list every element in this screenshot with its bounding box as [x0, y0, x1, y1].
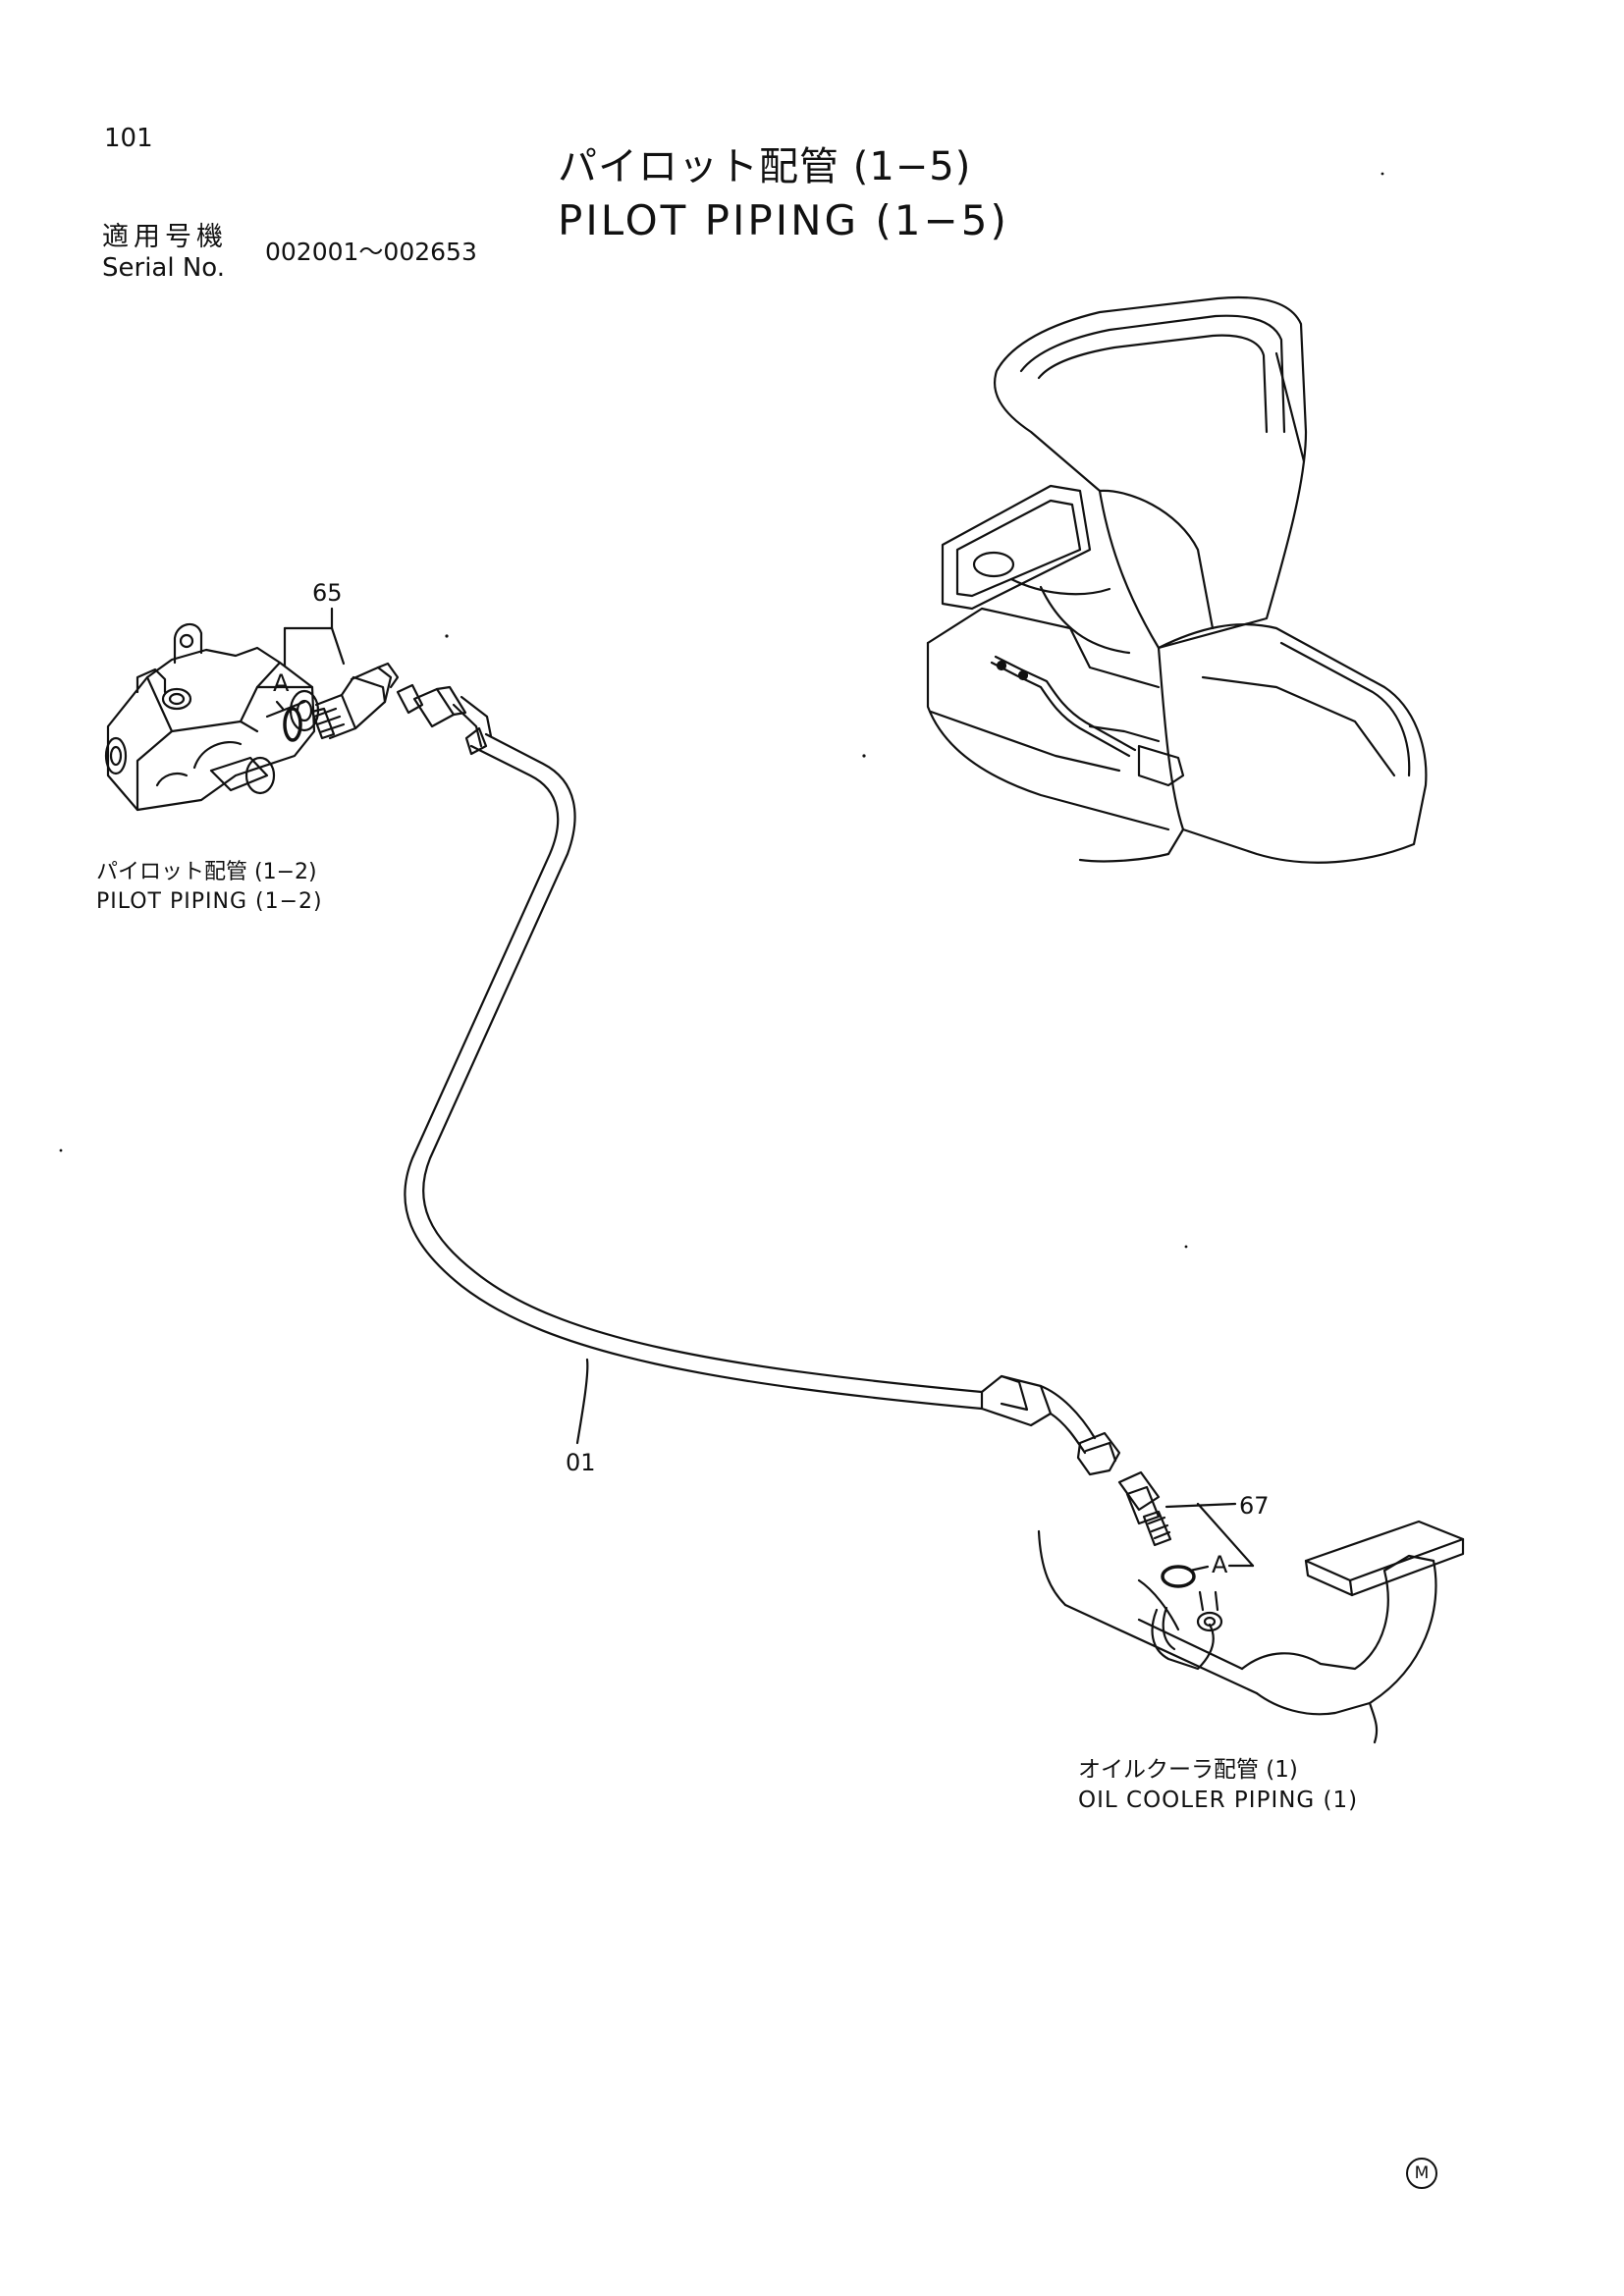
reference-left-english: PILOT PIPING (1−2)	[96, 889, 323, 914]
hose-end-lower	[980, 1374, 1121, 1476]
view-marker-left: A	[273, 669, 290, 697]
callout-67: 67	[1239, 1492, 1270, 1520]
serial-label-english: Serial No.	[102, 253, 225, 283]
pilot-valve-block	[104, 622, 320, 812]
hose-01	[404, 732, 984, 1445]
page-title-english: PILOT PIPING (1−5)	[558, 196, 1009, 244]
reference-left-japanese: パイロット配管 (1−2)	[96, 860, 317, 884]
circled-m-icon: M	[1406, 2158, 1437, 2189]
callout-65: 65	[312, 579, 343, 607]
callout-67-bracket	[1164, 1502, 1255, 1568]
cab-overview-illustration	[926, 295, 1428, 864]
callout-65-bracket	[283, 607, 346, 667]
view-marker-right: A	[1212, 1551, 1228, 1578]
straight-fitting-67	[1117, 1470, 1172, 1547]
serial-range: 002001～002653	[265, 238, 477, 266]
page-title-japanese: パイロット配管 (1−5)	[558, 144, 972, 189]
o-ring-left	[275, 700, 302, 742]
page-number: 101	[104, 124, 153, 153]
oil-cooler-piping	[1037, 1520, 1465, 1744]
o-ring-right	[1161, 1565, 1210, 1588]
serial-label-japanese: 適用号機	[102, 222, 228, 252]
hose-end-nut-upper	[396, 683, 493, 756]
reference-right-japanese: オイルクーラ配管 (1)	[1078, 1757, 1298, 1783]
drawing-specks	[59, 172, 1384, 1249]
callout-01: 01	[566, 1449, 596, 1476]
reference-right-english: OIL COOLER PIPING (1)	[1078, 1788, 1359, 1813]
elbow-fitting-65	[310, 662, 400, 740]
